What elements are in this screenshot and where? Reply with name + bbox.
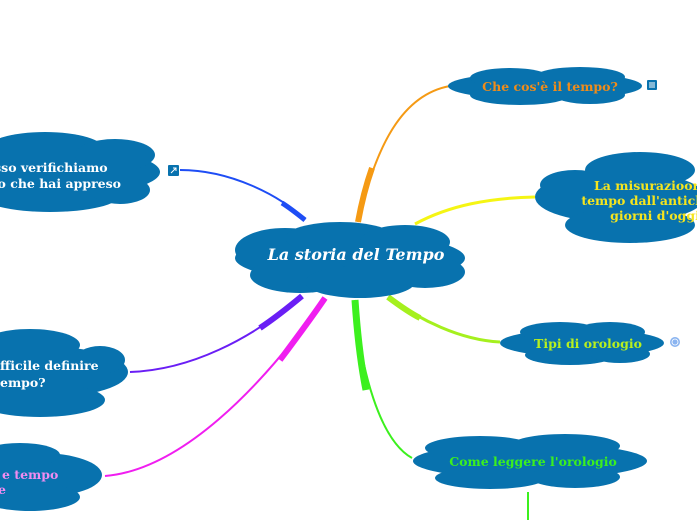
svg-text:esso verifichiamo lo che: esso verifichiamo lo che hai appreso xyxy=(0,160,121,191)
node-label: Come leggere l'orologio xyxy=(449,454,617,469)
node-label-line: e xyxy=(0,482,6,497)
node-tempo[interactable]: e e tempo xyxy=(0,443,102,511)
node-label-line: lo che hai appreso xyxy=(0,176,121,191)
node-label-line: e tempo xyxy=(2,467,58,482)
node-che-cos-e[interactable]: Che cos'è il tempo? xyxy=(448,67,642,105)
node-misurazione[interactable]: La misurazioon tempo dall'antich giorni … xyxy=(535,152,697,243)
target-icon[interactable] xyxy=(670,337,680,347)
svg-text:e: e xyxy=(0,482,6,497)
node-difficile[interactable]: fficile definire empo? xyxy=(0,329,128,417)
svg-text:La misurazioon tempo dal: La misurazioon tempo dall'antich giorni … xyxy=(581,178,697,223)
node-verifica[interactable]: esso verifichiamo lo che hai appreso xyxy=(0,132,160,212)
central-topic[interactable]: La storia del Tempo xyxy=(235,222,465,298)
connector-verifica xyxy=(179,169,306,221)
external-link-icon[interactable] xyxy=(168,165,179,176)
node-label: Tipi di orologio xyxy=(534,336,642,351)
node-label-line: tempo dall'antich xyxy=(581,193,697,208)
node-label-line: esso verifichiamo xyxy=(0,160,108,175)
note-icon[interactable] xyxy=(647,80,657,90)
svg-text:fficile definire empo?: fficile definire empo? xyxy=(0,358,103,390)
connector-tempo xyxy=(104,297,326,477)
connector-tipi xyxy=(387,295,501,344)
node-label-line: La misurazioon xyxy=(594,178,697,193)
node-label-line: giorni d'oggi xyxy=(610,208,697,223)
node-label-line: empo? xyxy=(0,375,46,390)
connector-che-cos-e xyxy=(357,85,451,223)
connector-misurazione xyxy=(414,195,536,226)
node-label-line: fficile definire xyxy=(0,358,99,373)
node-label: Che cos'è il tempo? xyxy=(482,79,618,94)
node-leggere[interactable]: Come leggere l'orologio xyxy=(413,434,647,489)
node-tipi[interactable]: Tipi di orologio xyxy=(500,322,664,365)
central-topic-label: La storia del Tempo xyxy=(267,245,445,264)
